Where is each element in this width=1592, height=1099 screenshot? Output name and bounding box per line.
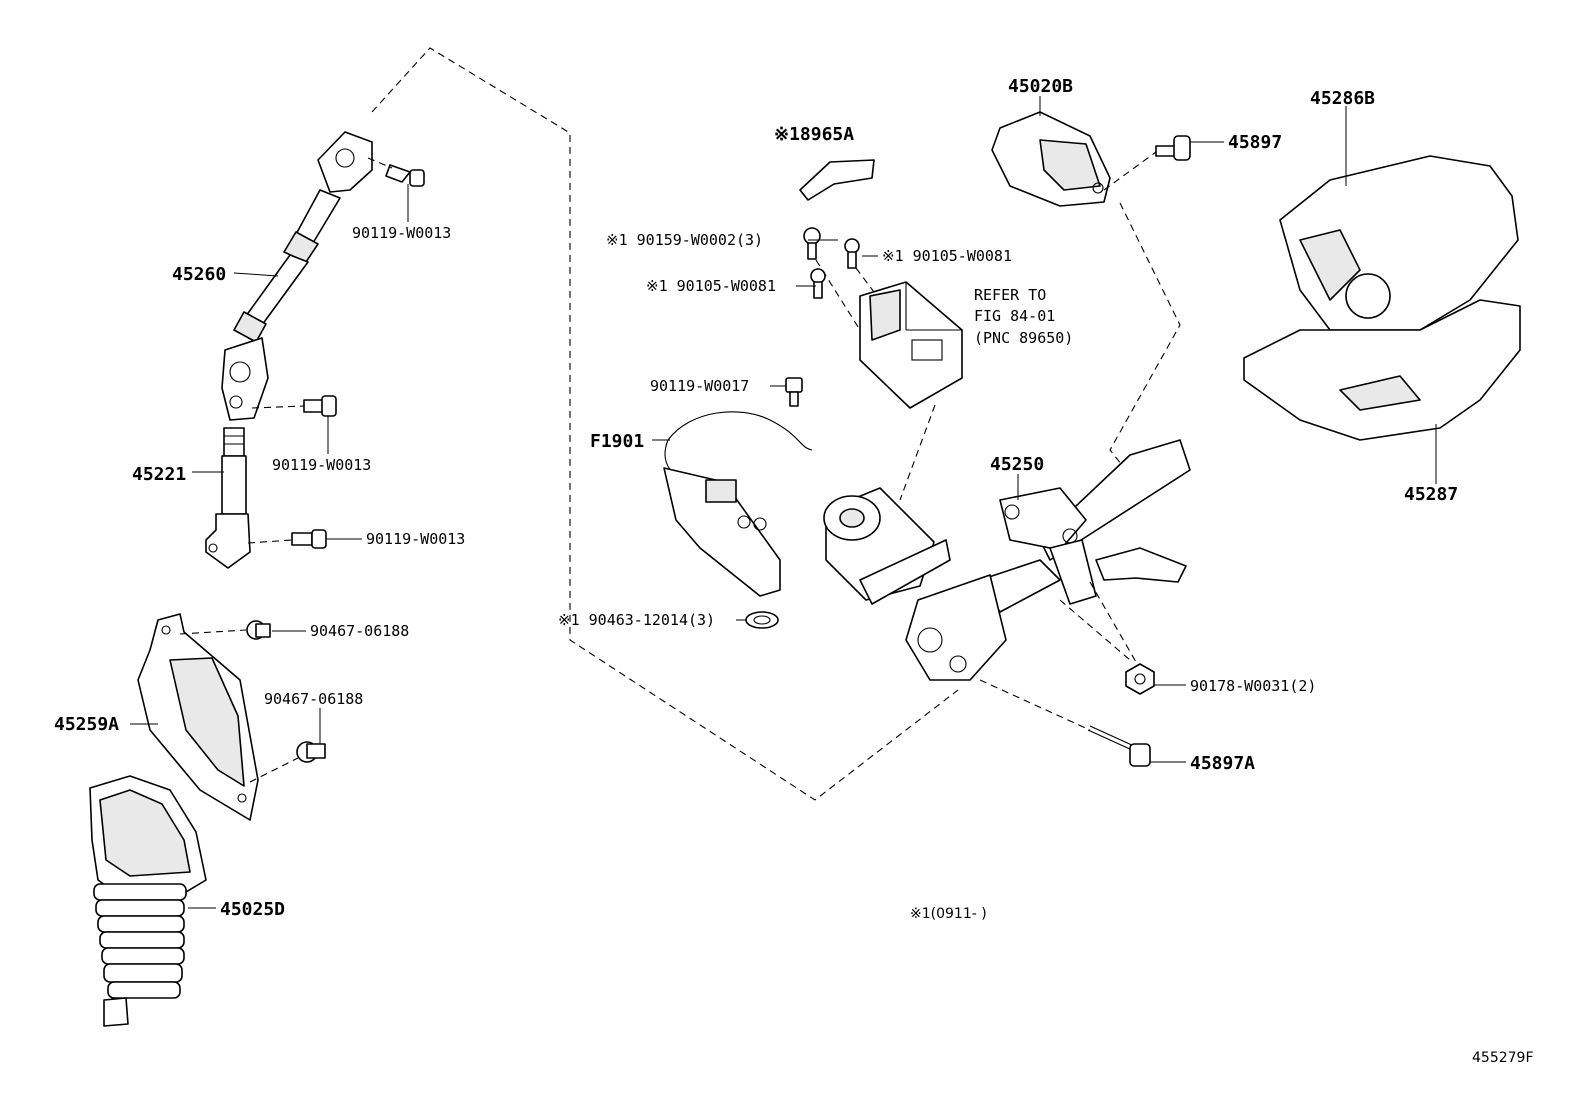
label-45897: 45897 xyxy=(1228,132,1282,153)
label-45020b: 45020B xyxy=(1008,76,1073,97)
nut-90178 xyxy=(1125,663,1155,695)
screw-90105-left xyxy=(810,268,826,299)
label-45286b: 45286B xyxy=(1310,88,1375,109)
label-90105-left: ※1 90105-W0081 xyxy=(646,277,776,295)
screw-90159 xyxy=(803,227,821,260)
bolt-90119-top xyxy=(385,164,425,187)
label-90467-b: 90467-06188 xyxy=(264,690,363,708)
bolt-90119-low xyxy=(291,529,327,549)
label-90119-top: 90119-W0013 xyxy=(352,224,451,242)
footnote: ※1(0911- ) xyxy=(910,906,987,922)
label-90178: 90178-W0031(2) xyxy=(1190,677,1316,695)
label-18965a: ※18965A xyxy=(774,124,854,145)
label-45897a: 45897A xyxy=(1190,753,1255,774)
ecu-module xyxy=(859,281,963,409)
boot-45025d xyxy=(89,775,207,1027)
label-45221: 45221 xyxy=(132,464,186,485)
wire-harness-f1901 xyxy=(663,411,813,597)
intermediate-shaft xyxy=(221,131,373,421)
leader-lines xyxy=(130,96,1437,909)
clip-90467-b xyxy=(296,741,326,763)
label-f1901: F1901 xyxy=(590,431,644,452)
figure-id: 455279F xyxy=(1472,1050,1534,1066)
assist-motor xyxy=(823,487,951,605)
refer-line-2: FIG 84-01 xyxy=(974,307,1055,325)
label-45287: 45287 xyxy=(1404,484,1458,505)
label-90119-low: 90119-W0013 xyxy=(366,530,465,548)
bolt-45897a xyxy=(1087,725,1151,767)
refer-line-1: REFER TO xyxy=(974,286,1046,304)
label-90105-right: ※1 90105-W0081 xyxy=(882,247,1012,265)
lower-shaft-45221 xyxy=(205,427,251,569)
label-90119-mid: 90119-W0013 xyxy=(272,456,371,474)
refer-line-3: (PNC 89650) xyxy=(974,329,1073,347)
steering-column-45250 xyxy=(905,439,1191,681)
cover-plate-45259a xyxy=(137,613,259,821)
lock-housing-45020b xyxy=(991,111,1111,207)
assembly-boundary-right xyxy=(1109,202,1181,476)
screw-90105-right xyxy=(844,238,860,269)
bolt-90119-w0017 xyxy=(785,377,803,407)
label-45260: 45260 xyxy=(172,264,226,285)
bracket-18965a xyxy=(799,159,875,201)
label-90463: ※1 90463-12014(3) xyxy=(558,611,715,629)
column-cover-lower-45287 xyxy=(1243,299,1521,441)
bolt-90119-mid xyxy=(303,395,337,417)
label-90467-a: 90467-06188 xyxy=(310,622,409,640)
clip-90463 xyxy=(745,611,779,629)
clip-90467-a xyxy=(246,620,271,640)
label-45250: 45250 xyxy=(990,454,1044,475)
label-45259a: 45259A xyxy=(54,714,119,735)
column-cover-upper-45286b xyxy=(1279,155,1519,331)
label-90119-w0017: 90119-W0017 xyxy=(650,377,749,395)
bolt-45897 xyxy=(1155,135,1191,161)
label-45025d: 45025D xyxy=(220,899,285,920)
label-90159: ※1 90159-W0002(3) xyxy=(606,231,763,249)
